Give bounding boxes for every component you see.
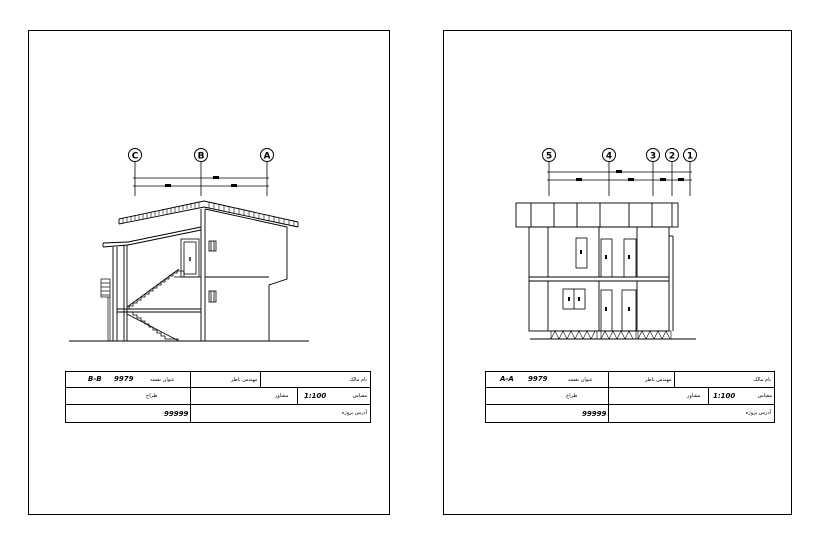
section-title-label: عنوان نقشه [150, 377, 175, 383]
scale-cell: 1:100 مقیاس [708, 388, 775, 404]
title-block-row: 99999 آدرس پروژه [486, 405, 774, 423]
roof [118, 200, 299, 228]
axis-label-a: A [264, 152, 271, 162]
address-cell: آدرس پروژه [190, 405, 371, 423]
section-cell: A-A 9979 عنوان نقشه [486, 372, 608, 387]
dimension-marks [165, 176, 237, 187]
drawing-sheet-right: 5 4 3 2 1 [443, 30, 792, 515]
axis-label-4: 4 [606, 152, 612, 162]
axis-bubble-5: 5 [542, 148, 556, 162]
axis-label-1: 1 [687, 152, 693, 162]
drawing-number: 99999 [582, 410, 607, 418]
window-upper [208, 240, 217, 252]
section-b-b-drawing: C B A [69, 148, 309, 342]
handles [568, 250, 630, 311]
section-number: 9979 [528, 375, 548, 383]
windows-doors [562, 237, 637, 332]
section-number: 9979 [114, 375, 134, 383]
supervisor-cell: مهندس ناظر [190, 372, 260, 387]
designer-label: مشاور [275, 393, 289, 399]
scale-value: 1:100 [713, 392, 736, 400]
section-code: B-B [88, 375, 102, 383]
address-label: آدرس پروژه [341, 410, 367, 416]
title-block: A-A 9979 عنوان نقشه مهندس ناظر نام مالک … [485, 371, 775, 423]
balcony-railing [100, 278, 111, 341]
roof-tiles [122, 202, 295, 226]
axis-label-5: 5 [546, 152, 552, 162]
dimension-lines [133, 162, 269, 196]
axis-bubble-a: A [260, 148, 274, 162]
building-walls [102, 208, 288, 341]
title-block-row: طراح مشاور 1:100 مقیاس [66, 388, 370, 405]
window-lower [208, 290, 217, 303]
address-label: آدرس پروژه [745, 410, 771, 416]
front-elevation [515, 202, 679, 332]
drawing-sheet-left: C B A [28, 30, 390, 515]
dimension-marks [576, 170, 684, 181]
title-block-row: طراح مشاور 1:100 مقیاس [486, 388, 774, 405]
scale-label: مقیاس [352, 393, 367, 399]
title-block-row: A-A 9979 عنوان نقشه مهندس ناظر نام مالک [486, 372, 774, 388]
title-block-row: 99999 آدرس پروژه [66, 405, 370, 423]
axis-bubble-c: C [128, 148, 142, 162]
designer-label: مشاور [687, 393, 701, 399]
axis-label-b: B [198, 152, 205, 162]
drafter-label: طراح [566, 393, 578, 399]
door-upper [180, 238, 200, 278]
drafter-cell: طراح [66, 388, 190, 404]
drawing-number-cell: 99999 [66, 405, 190, 423]
designer-cell: مشاور [608, 388, 708, 404]
axis-label-c: C [132, 152, 139, 162]
drafter-cell: طراح [486, 388, 608, 404]
owner-cell: نام مالک [674, 372, 775, 387]
dimension-lines [547, 162, 692, 196]
supervisor-label: مهندس ناظر [231, 377, 258, 383]
section-title-label: عنوان نقشه [568, 377, 593, 383]
owner-label: نام مالک [753, 377, 771, 383]
drawing-number: 99999 [164, 410, 189, 418]
title-block-row: B-B 9979 عنوان نقشه مهندس ناظر نام مالک [66, 372, 370, 388]
axis-bubble-3: 3 [646, 148, 660, 162]
scale-label: مقیاس [757, 393, 772, 399]
supervisor-cell: مهندس ناظر [608, 372, 674, 387]
scale-cell: 1:100 مقیاس [297, 388, 371, 404]
axis-bubble-2: 2 [665, 148, 679, 162]
axis-label-2: 2 [669, 152, 675, 162]
scale-value: 1:100 [304, 392, 327, 400]
drawing-number-cell: 99999 [486, 405, 608, 423]
axis-bubble-4: 4 [602, 148, 616, 162]
address-cell: آدرس پروژه [608, 405, 775, 423]
supervisor-label: مهندس ناظر [645, 377, 672, 383]
owner-label: نام مالک [349, 377, 367, 383]
axis-bubble-b: B [194, 148, 208, 162]
section-cell: B-B 9979 عنوان نقشه [66, 372, 190, 387]
title-block: B-B 9979 عنوان نقشه مهندس ناظر نام مالک … [65, 371, 371, 423]
axis-label-3: 3 [650, 152, 656, 162]
owner-cell: نام مالک [260, 372, 371, 387]
foundation [550, 330, 672, 340]
drafter-label: طراح [146, 393, 158, 399]
section-a-a-drawing: 5 4 3 2 1 [515, 148, 697, 340]
axis-bubble-1: 1 [683, 148, 697, 162]
section-code: A-A [500, 375, 514, 383]
stairs [126, 268, 201, 342]
designer-cell: مشاور [190, 388, 297, 404]
